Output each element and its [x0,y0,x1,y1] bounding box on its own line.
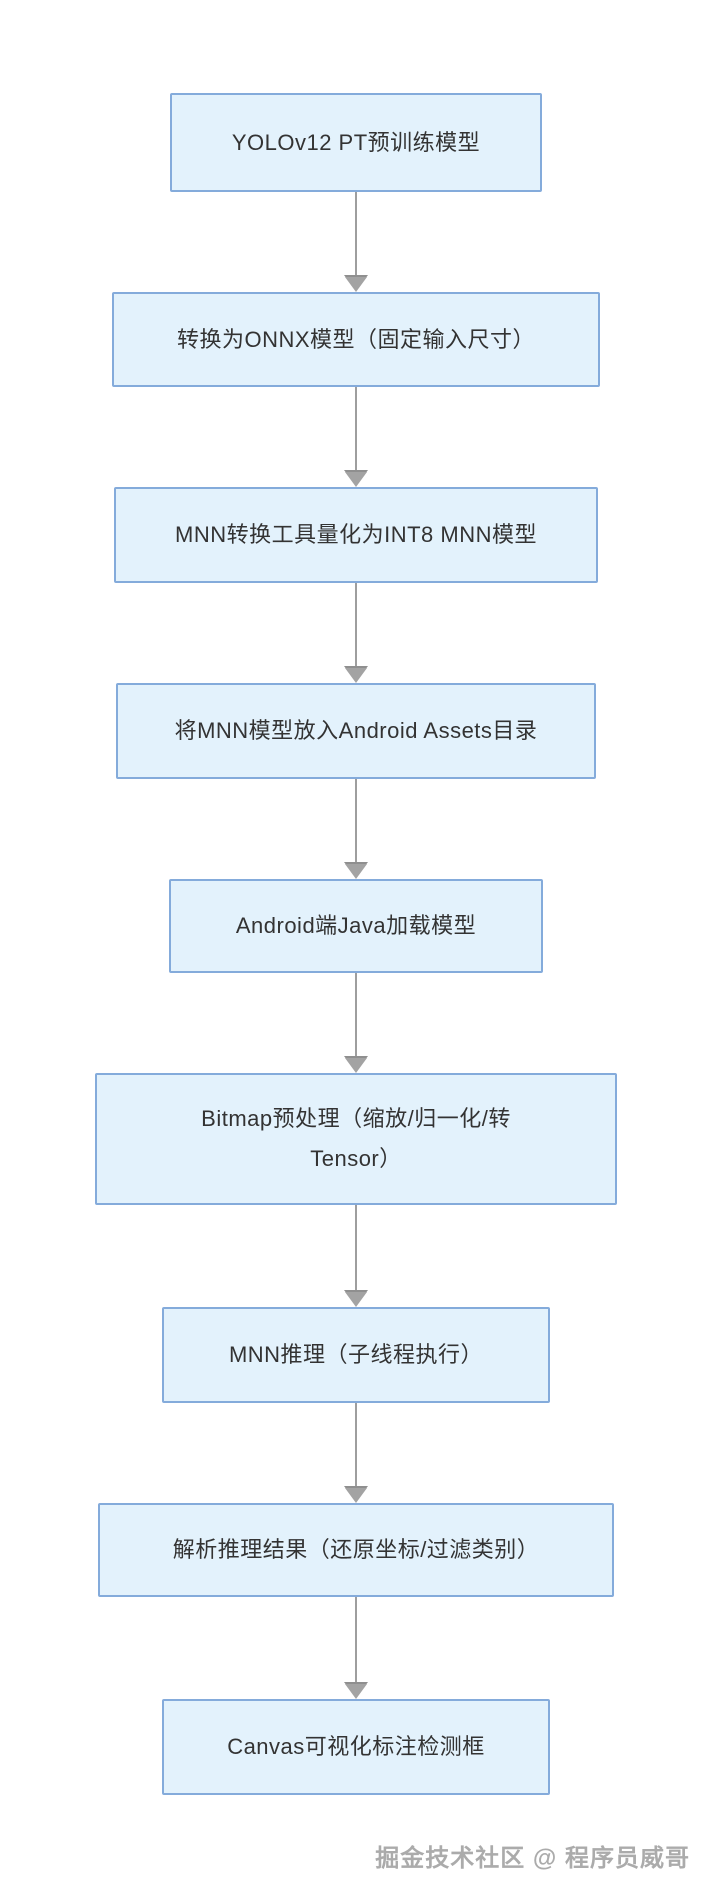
connector-line [355,387,357,474]
arrowhead-icon [345,668,367,683]
flow-node-label: Android端Java加载模型 [235,913,477,938]
arrowhead-icon [345,472,367,487]
flow-connector [344,387,368,487]
arrowhead-icon [345,1292,367,1307]
arrowhead-icon [345,864,367,879]
arrowhead-icon [345,1684,367,1699]
flow-node-onnx-convert: 转换为ONNX模型（固定输入尺寸） [112,292,600,387]
flow-node-mnn-inference: MNN推理（子线程执行） [162,1307,550,1403]
arrowhead-icon [345,1058,367,1073]
connector-line [355,583,357,670]
flow-node-pt-model: YOLOv12 PT预训练模型 [170,93,542,192]
arrowhead-icon [345,1488,367,1503]
flow-node-java-load: Android端Java加载模型 [169,879,543,973]
flow-node-label: MNN推理（子线程执行） [228,1342,484,1367]
flow-node-canvas-draw: Canvas可视化标注检测框 [162,1699,550,1795]
flow-connector [344,1403,368,1503]
flow-node-assets-dir: 将MNN模型放入Android Assets目录 [116,683,596,779]
flow-node-label: Canvas可视化标注检测框 [227,1734,485,1759]
flow-node-parse-results: 解析推理结果（还原坐标/过滤类别） [98,1503,614,1597]
flow-node-label: YOLOv12 PT预训练模型 [231,129,481,155]
flow-node-label: 解析推理结果（还原坐标/过滤类别） [172,1537,540,1562]
connector-line [355,973,357,1060]
flow-node-label: Bitmap预处理（缩放/归一化/转Tensor） [201,1106,511,1171]
connector-line [355,1597,357,1686]
flow-node-bitmap-preprocess: Bitmap预处理（缩放/归一化/转Tensor） [95,1073,617,1205]
connector-line [355,1403,357,1490]
flow-node-label: 转换为ONNX模型（固定输入尺寸） [176,326,536,352]
flow-connector [344,192,368,292]
flow-connector [344,583,368,683]
flow-connector [344,1597,368,1699]
flow-node-label: MNN转换工具量化为INT8 MNN模型 [175,522,537,547]
connector-line [355,1205,357,1294]
flow-connector [344,973,368,1073]
flow-node-label: 将MNN模型放入Android Assets目录 [174,718,538,743]
flow-node-mnn-quantize: MNN转换工具量化为INT8 MNN模型 [114,487,598,583]
flow-connector [344,1205,368,1307]
connector-line [355,779,357,866]
flow-connector [344,779,368,879]
watermark-text: 掘金技术社区 @ 程序员威哥 [375,1845,690,1872]
connector-line [355,192,357,279]
arrowhead-icon [345,277,367,292]
